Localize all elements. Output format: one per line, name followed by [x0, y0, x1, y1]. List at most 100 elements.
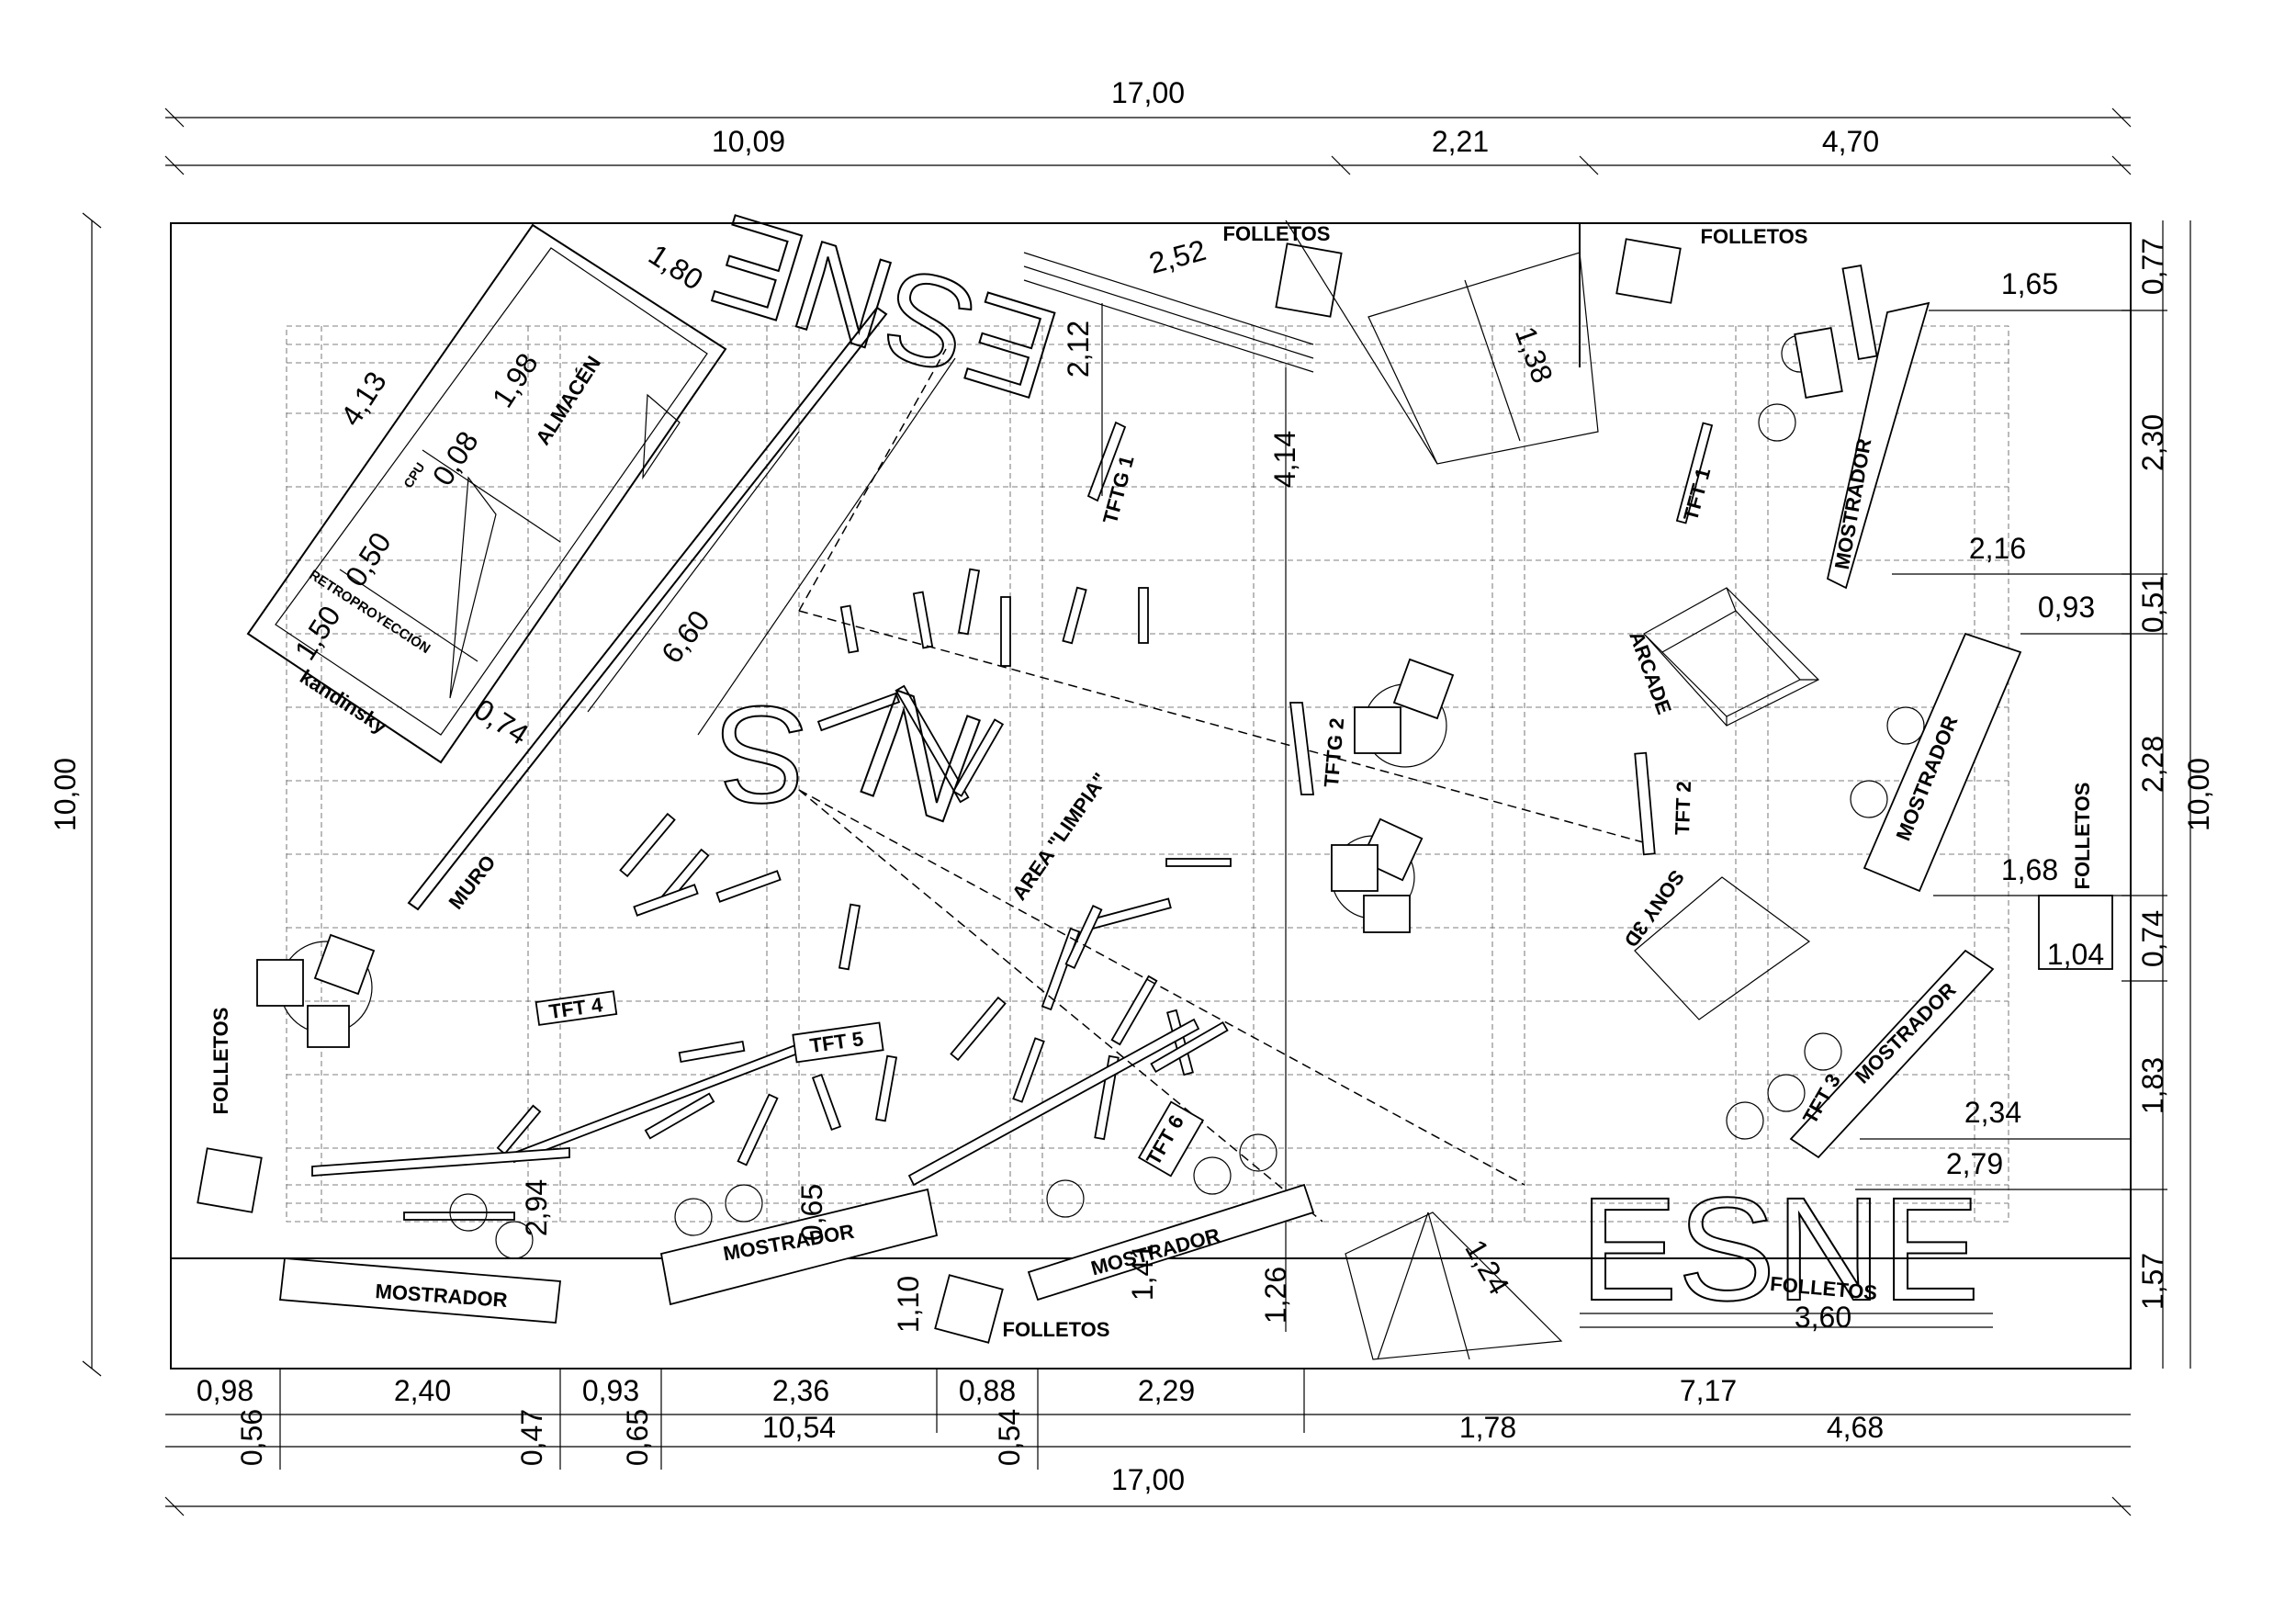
storage-room	[246, 223, 727, 764]
label-folletos-left: FOLLETOS	[209, 1008, 232, 1115]
right-dimension-lines	[2122, 220, 2191, 1369]
label-tftg2: TFTG 2	[1320, 717, 1349, 789]
dim-folletos-right-size: 1,04	[2047, 938, 2104, 971]
dim-right-inner-1: 1,65	[2001, 267, 2058, 300]
dim-cpu-gap: 0,08	[426, 425, 485, 491]
bottom-triangle	[1345, 1212, 1563, 1360]
dim-bottom2-1: 0,56	[235, 1409, 268, 1466]
mostrador-bottom-left	[279, 1257, 561, 1324]
tftg2-tables	[1331, 658, 1455, 933]
folletos-top-center-stand	[1275, 242, 1343, 318]
dim-almacen-depth: 1,98	[486, 347, 545, 413]
top-dimension-lines	[164, 107, 2132, 175]
label-mostrador-right-bottom: MOSTRADOR	[1851, 978, 1961, 1088]
label-cpu: CPU	[400, 460, 428, 491]
mostrador-bottom-left-center	[659, 1188, 939, 1306]
top-right-area	[1579, 223, 1682, 367]
dim-bottom-5: 0,88	[959, 1374, 1016, 1407]
dim-bottom2-5: 0,54	[993, 1409, 1026, 1466]
dim-right-inner-6: 2,79	[1946, 1147, 2003, 1180]
folletos-bottom-stand	[934, 1274, 1004, 1344]
label-area-limpia: AREA "LIMPIA"	[1007, 769, 1112, 905]
left-dimension-line	[82, 212, 102, 1377]
label-folletos-top-center: FOLLETOS	[1223, 222, 1331, 245]
dim-bottom-inner-3: 1,10	[892, 1276, 925, 1333]
tft5-screen	[792, 1021, 884, 1064]
dim-storage-width: 1,80	[643, 238, 709, 297]
dim-triangle-side: 1,24	[1458, 1234, 1515, 1301]
label-folletos-bottom: FOLLETOS	[1003, 1318, 1110, 1341]
dim-right-seg-3: 0,51	[2136, 576, 2169, 633]
tftg2-screen	[1289, 702, 1315, 795]
dim-bottom-7: 7,17	[1680, 1374, 1737, 1407]
dim-top-c: 4,70	[1822, 125, 1879, 158]
dim-right-inner-3: 0,93	[2038, 591, 2095, 624]
floor-grid	[286, 325, 2009, 1223]
bottom-dimension-lines	[164, 1369, 2132, 1516]
tft6-screen	[1137, 1100, 1205, 1178]
label-arcade: ARCADE	[1625, 628, 1676, 717]
dim-right-seg-5: 0,74	[2136, 910, 2169, 967]
sight-lines	[798, 348, 1654, 1223]
label-kandinsky: kandinsky	[296, 665, 392, 738]
letter-pieces	[311, 568, 1232, 1221]
tft4-screen	[535, 990, 618, 1026]
dim-tftg1-width: 2,52	[1145, 233, 1209, 280]
dim-right-inner-4: 1,68	[2001, 853, 2058, 886]
dim-tftg1-height: 2,12	[1062, 321, 1095, 378]
esne-logo-bottom-right	[1580, 1313, 1993, 1328]
dim-bottom-6: 2,29	[1138, 1374, 1195, 1407]
dim-right-inner-2: 2,16	[1969, 532, 2026, 565]
label-folletos-top-right: FOLLETOS	[1701, 225, 1808, 248]
dim-bottom2-7: 4,68	[1827, 1411, 1884, 1444]
dim-right-seg-7: 1,57	[2136, 1253, 2169, 1310]
dim-bottom2-2: 0,47	[515, 1409, 548, 1466]
dim-storage-length: 4,13	[334, 366, 393, 432]
dim-bottom2-4: 10,54	[762, 1411, 836, 1444]
label-sony3d: SONY 3D	[1619, 866, 1689, 952]
dim-kandinsky-gap: 0,74	[468, 693, 535, 751]
logo-esne: ESNE	[1580, 1167, 1980, 1331]
bottom-round-tables	[449, 1133, 1277, 1259]
dim-bottom2-3: 0,65	[621, 1409, 654, 1466]
dim-retro-gap: 0,50	[339, 526, 398, 592]
top-funnel-shape	[1285, 220, 1599, 465]
dim-esne-width: 3,60	[1795, 1301, 1851, 1334]
dim-left-total: 10,00	[49, 758, 82, 831]
label-tft4: TFT 4	[547, 993, 604, 1023]
dim-retro-depth: 1,50	[288, 600, 347, 666]
dim-top-total: 17,00	[1111, 76, 1185, 109]
dim-bottom-total: 17,00	[1111, 1463, 1185, 1496]
label-muro: MURO	[445, 851, 501, 913]
dim-bottom-inner-1: 1,26	[1259, 1267, 1292, 1324]
dim-bottom2-6: 1,78	[1459, 1411, 1516, 1444]
dim-bottom-4: 2,36	[772, 1374, 829, 1407]
dim-right-seg-4: 2,28	[2136, 736, 2169, 793]
dim-top-a: 10,09	[712, 125, 785, 158]
right-interior-dim-lines	[1855, 310, 2131, 1190]
dim-right-seg-2: 2,30	[2136, 414, 2169, 471]
stand-outline	[170, 222, 2132, 1369]
tftg1-screen	[1086, 421, 1127, 502]
mostrador-bottom-center	[1027, 1183, 1315, 1302]
label-tft1: TFT 1	[1679, 465, 1715, 523]
dim-bottom-1: 0,98	[197, 1374, 253, 1407]
dim-bottom-inner-2: 1,41	[1126, 1244, 1159, 1301]
dim-top-b: 2,21	[1432, 125, 1489, 158]
diagonal-wall	[407, 306, 956, 911]
label-folletos-right: FOLLETOS	[2071, 783, 2094, 890]
dim-muro-length: 6,60	[655, 604, 716, 670]
dim-right-inner-5: 2,34	[1964, 1096, 2021, 1129]
letter-n-tilted: N	[838, 655, 1003, 858]
dim-tftg2-span: 4,14	[1268, 431, 1301, 488]
left-folletos-area	[197, 933, 376, 1213]
dim-bottom-3: 0,93	[582, 1374, 639, 1407]
label-tft2: TFT 2	[1671, 781, 1695, 836]
dim-bottom-inner-4: 0,65	[795, 1184, 828, 1241]
esne-top-letters	[1023, 252, 1314, 373]
dim-right-seg-6: 1,83	[2136, 1057, 2169, 1114]
letter-s-tilted: S	[716, 678, 808, 832]
dim-right-seg-1: 0,77	[2136, 238, 2169, 295]
dim-bottom-2: 2,40	[394, 1374, 451, 1407]
